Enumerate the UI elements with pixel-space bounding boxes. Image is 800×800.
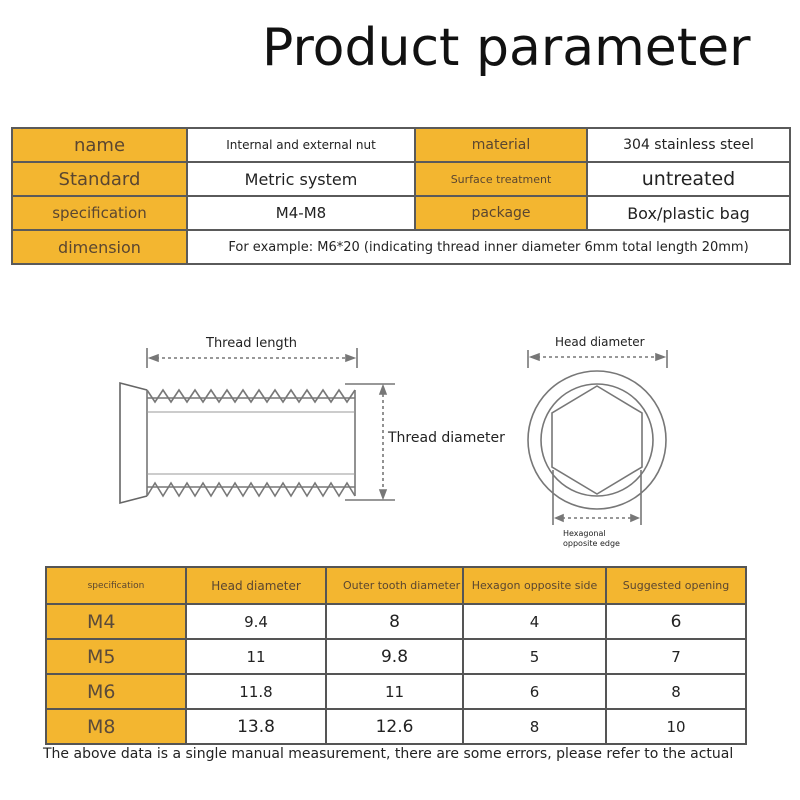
hexagonal-label: Hexagonal opposite edge	[563, 529, 620, 549]
package-label: package	[414, 195, 588, 231]
arrow-hex-left	[553, 513, 564, 523]
table-cell: 7	[605, 638, 747, 675]
table-cell: 10	[605, 708, 747, 745]
arrow-head-left	[528, 352, 540, 362]
table-row: M6 11.8 11 6 8	[45, 673, 747, 710]
spec-cell: M4	[45, 603, 187, 640]
material-value: 304 stainless steel	[586, 127, 791, 163]
surface-value: untreated	[586, 161, 791, 197]
material-label: material	[414, 127, 588, 163]
thread-length-label: Thread length	[206, 336, 298, 351]
table-cell: 13.8	[185, 708, 327, 745]
spec-table: specification Head diameter Outer tooth …	[45, 566, 747, 745]
name-label: name	[11, 127, 188, 163]
dimension-value: For example: M6*20 (indicating thread in…	[186, 229, 791, 265]
arrow-down	[378, 489, 388, 501]
arrow-right	[345, 353, 357, 363]
screw-diagram: Thread length Thread diameter Head diame…	[0, 320, 800, 560]
arrow-up	[378, 383, 388, 395]
param-row: specification M4-M8 package Box/plastic …	[11, 195, 791, 231]
arrow-left	[147, 353, 159, 363]
spec-cell: M5	[45, 638, 187, 675]
table-cell: 5	[462, 638, 607, 675]
param-row: Standard Metric system Surface treatment…	[11, 161, 791, 197]
header-specification: specification	[45, 566, 187, 605]
hexagonal-label-line2: opposite edge	[563, 539, 620, 548]
table-row: M5 11 9.8 5 7	[45, 638, 747, 675]
header-head-diameter: Head diameter	[185, 566, 327, 605]
header-hexagon-opposite-side: Hexagon opposite side	[462, 566, 607, 605]
arrow-hex-right	[630, 513, 641, 523]
title-area: Product parameter	[0, 18, 800, 88]
table-cell: 12.6	[325, 708, 464, 745]
table-cell: 11	[325, 673, 464, 710]
table-cell: 4	[462, 603, 607, 640]
table-row: M8 13.8 12.6 8 10	[45, 708, 747, 745]
param-row: dimension For example: M6*20 (indicating…	[11, 229, 791, 265]
table-cell: 11	[185, 638, 327, 675]
parameter-table: name Internal and external nut material …	[11, 127, 791, 265]
table-cell: 6	[605, 603, 747, 640]
table-cell: 8	[605, 673, 747, 710]
name-value: Internal and external nut	[186, 127, 416, 163]
standard-label: Standard	[11, 161, 188, 197]
header-suggested-opening: Suggested opening	[605, 566, 747, 605]
head-diameter-label: Head diameter	[555, 335, 645, 349]
dimension-label: dimension	[11, 229, 188, 265]
table-cell: 8	[462, 708, 607, 745]
spec-header-row: specification Head diameter Outer tooth …	[45, 566, 747, 605]
spec-cell: M6	[45, 673, 187, 710]
specification-value: M4-M8	[186, 195, 416, 231]
spec-cell: M8	[45, 708, 187, 745]
specification-label: specification	[11, 195, 188, 231]
insert-end-view	[527, 370, 667, 510]
header-outer-tooth-diameter: Outer tooth diameter	[325, 566, 464, 605]
table-cell: 6	[462, 673, 607, 710]
table-cell: 9.4	[185, 603, 327, 640]
insert-side-view	[119, 381, 356, 505]
surface-label: Surface treatment	[414, 161, 588, 197]
diagram-drawing	[119, 348, 668, 525]
package-value: Box/plastic bag	[586, 195, 791, 231]
standard-value: Metric system	[186, 161, 416, 197]
table-cell: 11.8	[185, 673, 327, 710]
thread-diameter-label: Thread diameter	[388, 430, 505, 446]
table-cell: 9.8	[325, 638, 464, 675]
disclaimer-note: The above data is a single manual measur…	[43, 746, 734, 762]
arrow-head-right	[655, 352, 667, 362]
table-row: M4 9.4 8 4 6	[45, 603, 747, 640]
table-cell: 8	[325, 603, 464, 640]
param-row: name Internal and external nut material …	[11, 127, 791, 163]
page-title: Product parameter	[262, 18, 751, 78]
hexagonal-label-line1: Hexagonal	[563, 529, 606, 538]
